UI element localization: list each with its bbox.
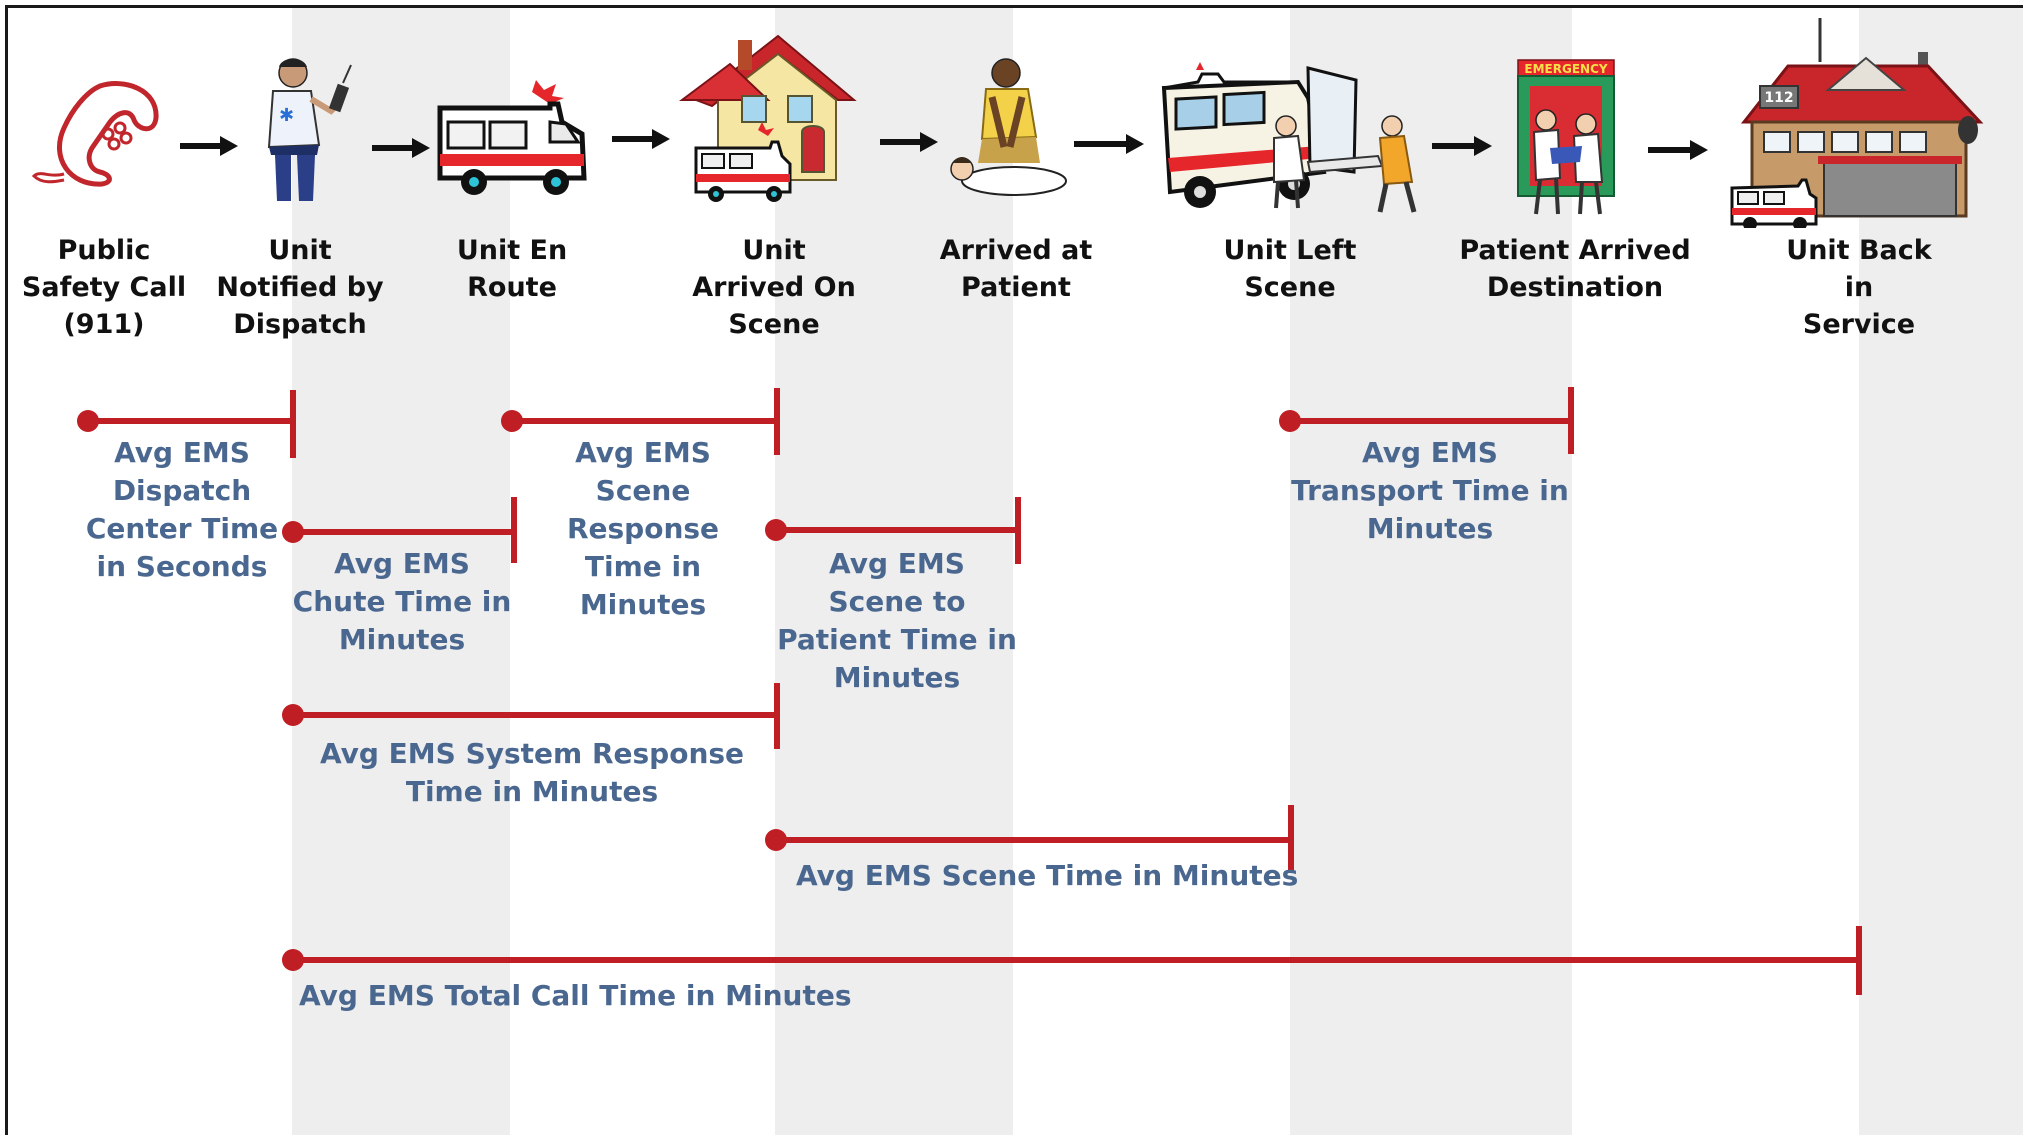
interval-chute [282, 497, 517, 563]
house-ambulance-icon [679, 34, 857, 202]
svg-text:✱: ✱ [279, 105, 294, 126]
ambulance-icon [437, 80, 587, 195]
background-band [292, 8, 510, 1135]
interval-dispatch [77, 390, 296, 458]
stage-label-enroute: Unit En Route [456, 235, 568, 303]
interval-total-call [282, 926, 1862, 995]
flow-arrow-icon [880, 132, 938, 152]
metric-label-system-response: Avg EMS System Response Time in Minutes [319, 737, 745, 808]
metric-label-scene-to-patient: Avg EMS Scene to Patient Time in Minutes [777, 547, 1017, 694]
metric-label-transport: Avg EMS Transport Time in Minutes [1291, 436, 1569, 545]
stage-label-patient: Arrived at Patient [939, 235, 1093, 303]
telephone-icon [31, 81, 159, 187]
stage-label-inservice: Unit Back in Service [1786, 235, 1932, 340]
interval-transport [1279, 387, 1574, 454]
stage-label-destination: Patient Arrived Destination [1459, 235, 1691, 303]
cpr-paramedic-icon [950, 58, 1067, 196]
stage-label-onscene: Unit Arrived On Scene [692, 235, 856, 340]
flow-arrow-icon [1074, 134, 1144, 154]
stage-label-notified: Unit Notified by Dispatch [216, 235, 384, 340]
flow-arrow-icon [372, 138, 430, 158]
metric-label-scene-time: Avg EMS Scene Time in Minutes [796, 859, 1299, 892]
emergency-sign-text: EMERGENCY [1524, 62, 1607, 76]
interval-scene-to-patient [765, 497, 1021, 564]
stage-label-call: Public Safety Call (911) [21, 235, 187, 340]
ambulance-loading-icon [1161, 62, 1417, 213]
station-number-text: 112 [1764, 90, 1793, 106]
dispatcher-radio-icon: ✱ [267, 58, 352, 201]
flow-arrow-icon [1432, 136, 1492, 156]
interval-system-response [282, 683, 780, 749]
interval-scene-time [765, 805, 1294, 872]
flow-arrow-icon [180, 136, 238, 156]
metric-label-scene-response: Avg EMS Scene Response Time in Minutes [566, 436, 720, 621]
flow-arrow-icon [612, 129, 670, 149]
stage-label-leftscene: Unit Left Scene [1223, 235, 1357, 303]
emergency-entrance-icon: EMERGENCY [1517, 59, 1615, 215]
metric-label-dispatch: Avg EMS Dispatch Center Time in Seconds [85, 436, 279, 583]
interval-scene-response [501, 388, 780, 455]
flow-arrow-icon [1648, 140, 1708, 160]
fire-station-icon: 112 [1730, 18, 1984, 228]
background-band [775, 8, 1013, 1135]
metric-label-total-call: Avg EMS Total Call Time in Minutes [299, 979, 852, 1012]
metric-label-chute: Avg EMS Chute Time in Minutes [292, 547, 512, 656]
diagram-border [5, 5, 2023, 1135]
